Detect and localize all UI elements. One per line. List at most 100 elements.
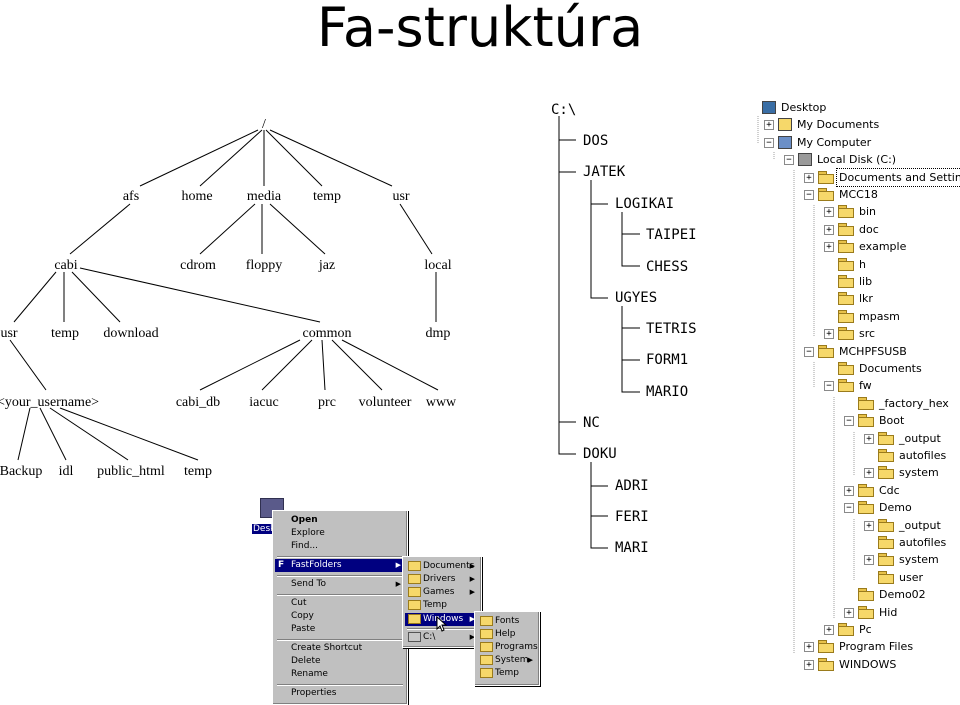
- expand-icon[interactable]: +: [804, 659, 814, 670]
- expand-icon[interactable]: +: [804, 642, 814, 653]
- tree-row[interactable]: −My Computer: [764, 134, 873, 151]
- tree-row[interactable]: mpasm: [838, 308, 902, 325]
- tree-row[interactable]: +system: [864, 464, 941, 481]
- tree-row[interactable]: +_output: [864, 430, 943, 447]
- collapse-icon[interactable]: −: [764, 137, 774, 148]
- dos-node-dos: DOS: [583, 133, 608, 149]
- expand-icon[interactable]: +: [824, 207, 834, 218]
- tree-row-label: h: [859, 257, 866, 271]
- tree-row[interactable]: +Documents and Settings: [804, 167, 960, 187]
- tree-row[interactable]: Documents: [838, 360, 924, 377]
- fastfolders-submenu: Documents▶ Drivers▶ Games▶ Temp Windows▶…: [402, 556, 482, 648]
- submenu-item-programs[interactable]: Programs: [477, 641, 538, 654]
- tree-row[interactable]: autofiles: [878, 534, 948, 551]
- submenu-item-windows[interactable]: Windows▶: [405, 613, 479, 626]
- menu-item-find[interactable]: Find...: [291, 541, 319, 551]
- tree-row[interactable]: −Boot: [844, 412, 906, 429]
- menu-item-copy[interactable]: Copy: [291, 611, 314, 621]
- menu-item-open[interactable]: Open: [291, 515, 318, 525]
- tree-row[interactable]: − Demo: [844, 499, 914, 516]
- expand-icon[interactable]: +: [824, 625, 834, 635]
- dos-node-tetris: TETRIS: [646, 321, 697, 337]
- tree-row[interactable]: +My Documents: [764, 116, 881, 133]
- tree-row[interactable]: lib: [838, 273, 874, 290]
- tree-row[interactable]: +Pc: [824, 621, 874, 638]
- tree-row[interactable]: +src: [824, 325, 877, 342]
- submenu-item-label: Help: [495, 629, 516, 639]
- drive-icon: [798, 153, 812, 167]
- submenu-item-drivers[interactable]: Drivers▶: [405, 573, 479, 586]
- tree-row[interactable]: user: [878, 569, 925, 586]
- submenu-item-games[interactable]: Games▶: [405, 586, 479, 599]
- collapse-icon[interactable]: −: [844, 503, 854, 514]
- mouse-cursor-icon: [436, 616, 448, 632]
- tree-row[interactable]: Demo02: [858, 586, 928, 603]
- menu-item-explore[interactable]: Explore: [291, 528, 325, 538]
- tree-row[interactable]: +example: [824, 238, 908, 255]
- menu-separator: [277, 575, 403, 577]
- tree-row[interactable]: +bin: [824, 203, 878, 220]
- expand-icon[interactable]: +: [844, 485, 854, 496]
- submenu-item-temp[interactable]: Temp: [405, 599, 479, 612]
- tree-row[interactable]: +Hid: [844, 604, 899, 621]
- expand-icon[interactable]: +: [804, 172, 814, 183]
- unix-node-media: media: [247, 189, 282, 204]
- expand-icon[interactable]: +: [844, 607, 854, 618]
- menu-item-delete[interactable]: Delete: [291, 656, 321, 666]
- tree-row[interactable]: lkr: [838, 290, 875, 307]
- tree-row[interactable]: −MCC18: [804, 186, 880, 203]
- desktop-icon: [762, 101, 776, 114]
- tree-row[interactable]: +doc: [824, 221, 881, 238]
- tree-row[interactable]: +Program Files: [804, 638, 915, 655]
- expand-icon[interactable]: +: [864, 555, 874, 566]
- dos-node-feri: FERI: [615, 509, 649, 525]
- expand-icon[interactable]: +: [824, 242, 834, 253]
- tree-row[interactable]: −MCHPFSUSB: [804, 343, 909, 360]
- tree-row-label: lib: [859, 275, 873, 288]
- expand-icon[interactable]: +: [864, 520, 874, 531]
- tree-row[interactable]: _factory_hex: [858, 395, 951, 412]
- tree-row-label: Demo: [879, 501, 912, 515]
- collapse-icon[interactable]: −: [824, 381, 834, 392]
- tree-row[interactable]: −fw: [824, 377, 874, 394]
- tree-row[interactable]: +Cdc: [844, 482, 902, 499]
- menu-item-create-shortcut[interactable]: Create Shortcut: [291, 643, 363, 653]
- submenu-item-temp[interactable]: Temp: [477, 667, 537, 680]
- expand-icon[interactable]: +: [864, 468, 874, 479]
- submenu-item-help[interactable]: Help: [477, 628, 537, 641]
- collapse-icon[interactable]: −: [844, 416, 854, 427]
- unix-node-usr-2: usr: [0, 326, 17, 341]
- tree-row[interactable]: −Local Disk (C:): [784, 151, 898, 168]
- collapse-icon[interactable]: −: [804, 346, 814, 357]
- expand-icon[interactable]: +: [824, 329, 834, 340]
- expand-icon[interactable]: +: [824, 224, 834, 235]
- menu-item-cut[interactable]: Cut: [291, 598, 307, 608]
- my-computer-icon: [778, 135, 792, 149]
- dos-node-form1: FORM1: [646, 352, 688, 368]
- desktop-icon-label[interactable]: Desk: [252, 524, 277, 534]
- submenu-item-label: Documents: [423, 561, 475, 571]
- tree-row[interactable]: Desktop: [762, 99, 828, 116]
- submenu-item-label: Programs: [495, 642, 538, 652]
- folder-icon: [858, 396, 874, 410]
- submenu-item-fonts[interactable]: Fonts: [477, 615, 537, 628]
- collapse-icon[interactable]: −: [804, 190, 814, 200]
- unix-node-your-username: <your_username>: [0, 395, 99, 410]
- menu-item-properties[interactable]: Properties: [291, 688, 337, 698]
- menu-item-send-to[interactable]: Send To ▶: [275, 578, 405, 591]
- submenu-item-documents[interactable]: Documents▶: [405, 560, 479, 573]
- expand-icon[interactable]: +: [764, 120, 774, 131]
- tree-row[interactable]: +system: [864, 551, 941, 568]
- tree-row[interactable]: autofiles: [878, 447, 948, 464]
- menu-item-paste[interactable]: Paste: [291, 624, 316, 634]
- submenu-item-system[interactable]: System▶: [477, 654, 537, 667]
- tree-row[interactable]: +_output: [864, 517, 943, 534]
- menu-item-fastfolders[interactable]: F FastFolders ▶: [275, 559, 405, 572]
- collapse-icon[interactable]: −: [784, 155, 794, 166]
- submenu-item-c-drive[interactable]: C:\▶: [405, 631, 479, 644]
- expand-icon[interactable]: +: [864, 433, 874, 444]
- menu-item-rename[interactable]: Rename: [291, 669, 328, 679]
- tree-row[interactable]: h: [838, 256, 868, 273]
- tree-row[interactable]: +WINDOWS: [804, 656, 898, 673]
- unix-node-idl: idl: [59, 464, 74, 479]
